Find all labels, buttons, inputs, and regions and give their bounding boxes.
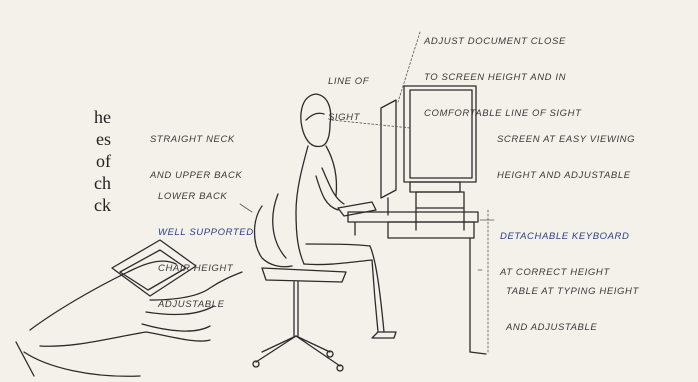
label-line: ADJUST DOCUMENT CLOSE [424,36,582,48]
cropped-text-line: ch [94,172,111,194]
label-line: LINE OF [328,76,369,88]
cropped-text-line: he [94,106,111,128]
label-line: WELL SUPPORTED, [158,227,257,239]
label-line: TABLE AT TYPING HEIGHT [506,286,639,298]
label-line: SCREEN AT EASY VIEWING [497,134,635,146]
label-line: LOWER BACK [158,191,257,203]
label-table: TABLE AT TYPING HEIGHT AND ADJUSTABLE [506,262,639,346]
label-line: ADJUSTABLE [158,299,257,311]
cropped-text-line: ck [94,194,111,216]
label-line: TO SCREEN HEIGHT AND IN [424,72,582,84]
label-screen: SCREEN AT EASY VIEWING HEIGHT AND ADJUST… [497,110,635,194]
label-line: AND ADJUSTABLE [506,322,639,334]
label-line: HEIGHT AND ADJUSTABLE [497,170,635,182]
document-holder [381,100,396,215]
cropped-text-line: of [94,150,111,172]
label-line: CHAIR HEIGHT [158,263,257,275]
label-line: STRAIGHT NECK [150,134,242,146]
label-line: SIGHT [328,112,369,124]
office-chair [253,194,346,371]
label-line-of-sight: LINE OF SIGHT [328,52,369,136]
label-lower-back: LOWER BACK WELL SUPPORTED, CHAIR HEIGHT … [158,167,257,323]
cropped-text-line: es [94,128,111,150]
label-line: DETACHABLE KEYBOARD [500,231,629,243]
desk [348,212,486,354]
cropped-body-text: he es of ch ck [94,106,111,216]
